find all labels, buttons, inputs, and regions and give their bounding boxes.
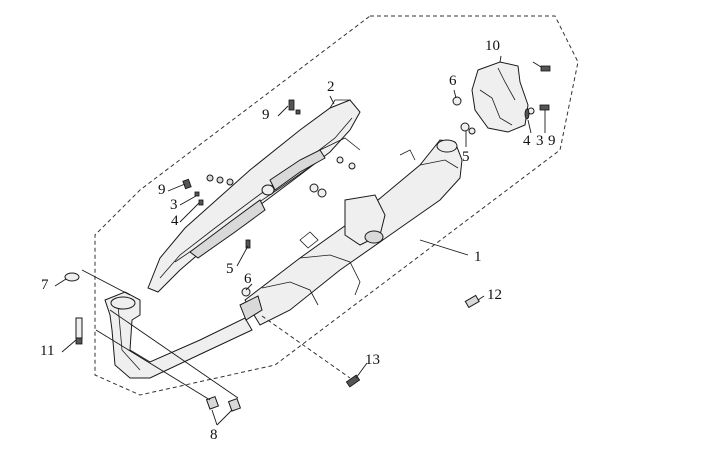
muffler (244, 139, 463, 326)
rear-heat-guard (471, 61, 529, 133)
exhaust-pipe (104, 291, 263, 379)
callout-12: 12 (487, 287, 502, 303)
callout-9-upper: 9 (262, 107, 270, 123)
callout-10: 10 (485, 38, 500, 54)
callout-9-left: 9 (158, 182, 166, 198)
leader-lines (54, 55, 546, 426)
callout-3-right: 3 (536, 133, 544, 149)
callout-5-right: 5 (462, 149, 470, 165)
callout-2: 2 (327, 79, 335, 95)
callout-4-left: 4 (171, 213, 179, 229)
callout-3-left: 3 (170, 197, 178, 213)
callout-9-right: 9 (548, 133, 556, 149)
callout-4-right: 4 (523, 133, 531, 149)
callout-8: 8 (210, 427, 218, 443)
callout-5-left: 5 (226, 261, 234, 277)
callout-6-upper: 6 (449, 73, 457, 89)
callout-11: 11 (40, 343, 55, 359)
callout-13: 13 (365, 352, 380, 368)
callout-7: 7 (41, 277, 49, 293)
callout-1: 1 (474, 249, 482, 265)
assembly-boundary (94, 15, 579, 396)
heat-shield-cover (147, 99, 361, 293)
callout-6-lower: 6 (244, 271, 252, 287)
